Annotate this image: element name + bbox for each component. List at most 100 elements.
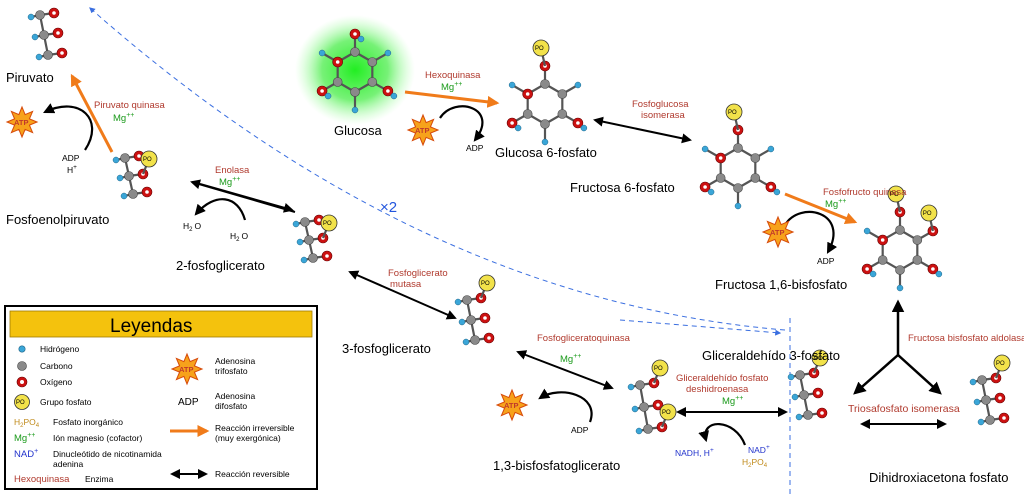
molecule-pg2: PO [292, 214, 338, 264]
svg-text:PO: PO [662, 410, 671, 416]
dashed-return-curve [89, 7, 786, 331]
arrow-enolasa-back [199, 183, 294, 213]
legend-hidrogeno: Hidrógeno [40, 344, 79, 354]
legend-hydrogen-icon [18, 345, 26, 353]
label-pg3: 3-fosfoglicerato [342, 341, 431, 356]
enzyme-piruvato: Piruvato quinasa [94, 100, 165, 111]
molecule-piruvato [27, 7, 68, 61]
adp-fosfofructo: ADP [817, 256, 835, 266]
nad-gapdh: NAD+ [748, 444, 770, 455]
legend-adp: ADP [178, 397, 199, 408]
legend-atp-desc-2: trifosfato [215, 366, 248, 376]
label-pg2: 2-fosfoglicerato [176, 258, 265, 273]
mg-piruvato: Mg++ [113, 112, 134, 124]
mg-hexoquinasa: Mg++ [441, 81, 462, 93]
curve-pgk [538, 388, 593, 423]
svg-text:PO: PO [814, 356, 823, 362]
svg-text:ATP: ATP [14, 118, 28, 127]
curve-hexoquinasa [439, 105, 485, 142]
molecule-pep: PO [112, 150, 158, 200]
svg-text:ATP: ATP [415, 126, 429, 135]
legend-h2po4: H2PO4 [14, 417, 40, 429]
svg-text:ATP: ATP [770, 228, 784, 237]
mg-gapdh: Mg++ [722, 395, 743, 407]
svg-text:ATP: ATP [179, 365, 193, 374]
adp-piruvato: ADP [62, 153, 80, 163]
label-g3p: Gliceraldehído 3-fosfato [702, 348, 840, 363]
enzyme-pgk: Fosfogliceratoquinasa [537, 333, 631, 344]
svg-text:PO: PO [143, 157, 152, 163]
arrow-aldolasa-right [897, 354, 942, 395]
legend-ion-magnesio: Ión magnesio (cofactor) [53, 433, 142, 443]
svg-text:PO: PO [654, 366, 663, 372]
molecule-fructosa6p: PO [699, 103, 781, 210]
legend-enzima: Enzima [85, 474, 114, 484]
atp-hexoquinasa: ATP [406, 113, 440, 147]
atp-pgk: ATP [495, 388, 529, 422]
legend-mg: Mg++ [14, 432, 35, 444]
curve-piruvato [43, 103, 94, 151]
x2-label: ×2 [380, 199, 397, 216]
arrow-piruvato [70, 73, 114, 153]
molecule-fructosa16bp: PO PO [861, 185, 943, 292]
curve-enolasa [194, 198, 247, 221]
label-glucosa: Glucosa [334, 123, 382, 138]
legend-reversible: Reacción reversible [215, 469, 290, 479]
atp-fosfofructo: ATP [761, 215, 795, 249]
svg-text:PO: PO [728, 110, 737, 116]
legend-nad-desc-1: Dinucleótido de nicotinamida [53, 449, 162, 459]
molecule-g3p: PO [787, 349, 829, 421]
glucose-glow [295, 15, 415, 125]
mg-enolasa: Mg++ [219, 176, 240, 188]
svg-text:PO: PO [923, 211, 932, 217]
adp-pgk: ADP [571, 425, 589, 435]
arrow-fosfoglucosa [593, 116, 692, 144]
molecule-glucosa6p: PO [506, 39, 588, 146]
enzyme-aldolasa: Fructosa bisfosfato aldolasa [908, 333, 1024, 344]
arrow-hexoquinasa [404, 90, 500, 108]
svg-text:PO: PO [890, 192, 899, 198]
enzyme-fosfofructo: Fosfofructo quinasa [823, 187, 907, 198]
label-fructosa16bp: Fructosa 1,6-bisfosfato [715, 277, 847, 292]
legend-nad-desc-2: adenina [53, 459, 84, 469]
legend-nad: NAD+ [14, 448, 38, 460]
enzyme-triosa: Triosafosfato isomerasa [848, 403, 960, 415]
enzyme-fosfoglucosa-1: Fosfoglucosa [632, 99, 689, 110]
label-bpg13: 1,3-bisfosfatoglicerato [493, 458, 620, 473]
legend: Leyendas Hidrógeno Carbono Oxígeno PO Gr… [4, 305, 318, 490]
legend-irreversible-1: Reacción irreversible [215, 423, 295, 433]
nadh-gapdh: NADH, H+ [675, 447, 714, 458]
mg-pgk: Mg++ [560, 353, 581, 365]
adp-hexoquinasa: ADP [466, 143, 484, 153]
mg-fosfofructo: Mg++ [825, 198, 846, 210]
enzyme-enolasa: Enolasa [215, 165, 250, 176]
arrow-pgm [348, 270, 457, 320]
legend-atp-desc-1: Adenosina [215, 356, 255, 366]
svg-text:PO: PO [996, 361, 1005, 367]
svg-text:PO: PO [535, 46, 544, 52]
legend-title-bg [9, 310, 313, 338]
enzyme-pgm-1: Fosfoglicerato [388, 268, 448, 279]
molecule-bpg13: PO PO [627, 359, 677, 435]
label-glucosa6p: Glucosa 6-fosfato [495, 145, 597, 160]
legend-adp-desc-1: Adenosina [215, 391, 255, 401]
legend-oxygen-dot [20, 380, 24, 384]
arrow-aldolasa-left [853, 354, 899, 395]
h2po4-gapdh: H2PO4 [742, 457, 768, 469]
label-fructosa6p: Fructosa 6-fosfato [570, 180, 675, 195]
enzyme-pgm-2: mutasa [390, 279, 422, 290]
label-piruvato: Piruvato [6, 70, 54, 85]
legend-irreversible-2: (muy exergónica) [215, 433, 281, 443]
legend-carbon-icon [17, 361, 27, 371]
enzyme-gapdh-2: deshidroenasa [686, 384, 749, 395]
h-piruvato: H+ [67, 164, 77, 175]
legend-oxigeno: Oxígeno [40, 377, 72, 387]
enzyme-hexoquinasa: Hexoquinasa [425, 70, 481, 81]
legend-atp-icon: ATP [170, 352, 204, 386]
label-dhap: Dihidroxiacetona fosfato [869, 470, 1008, 485]
legend-adp-desc-2: difosfato [215, 401, 247, 411]
arrow-pgk [516, 350, 614, 390]
